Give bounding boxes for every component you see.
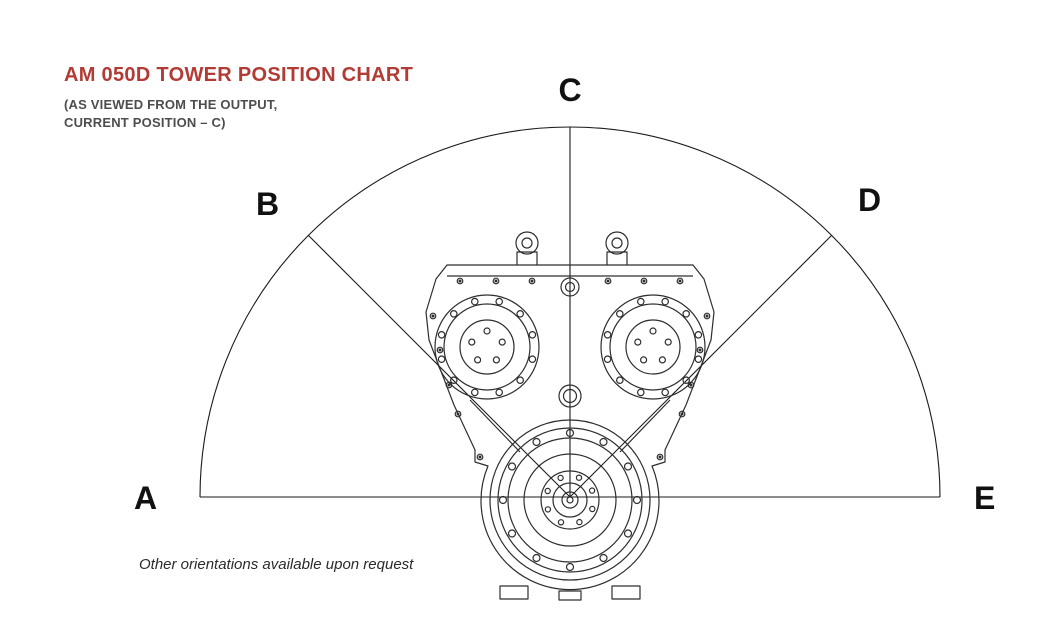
flange-right-inner-holes <box>634 327 672 364</box>
footnote: Other orientations available upon reques… <box>139 556 414 573</box>
flange-left-bolts <box>437 297 537 397</box>
position-label-c: C <box>558 72 582 108</box>
position-label-e: E <box>974 480 996 516</box>
page-subtitle: (AS VIEWED FROM THE OUTPUT, CURRENT POSI… <box>64 96 413 131</box>
housing-perimeter-bolts <box>429 277 711 461</box>
gearbox-drawing <box>425 231 715 601</box>
output-flange-bolts <box>498 428 642 572</box>
gearbox-housing <box>425 251 715 601</box>
flange-left <box>434 294 540 400</box>
top-center-fitting <box>560 277 580 297</box>
position-label-d: D <box>858 182 882 218</box>
lifting-eye-left <box>515 231 539 255</box>
fan-arc-and-lines <box>199 126 941 498</box>
flange-right <box>600 294 706 400</box>
chart-header: AM 050D TOWER POSITION CHART (AS VIEWED … <box>64 64 413 131</box>
output-flange <box>489 419 651 581</box>
flange-right-bolts <box>603 297 703 397</box>
position-label-a: A <box>134 480 158 516</box>
lifting-eye-right <box>605 231 629 255</box>
subtitle-line-1: (AS VIEWED FROM THE OUTPUT, <box>64 97 278 112</box>
output-flange-inner-bolts <box>544 474 596 526</box>
position-label-b: B <box>256 186 280 222</box>
subtitle-line-2: CURRENT POSITION – C) <box>64 114 226 130</box>
flange-left-inner-holes <box>468 327 506 364</box>
center-shaft-seal <box>558 384 582 408</box>
page-title: AM 050D TOWER POSITION CHART <box>64 64 414 86</box>
